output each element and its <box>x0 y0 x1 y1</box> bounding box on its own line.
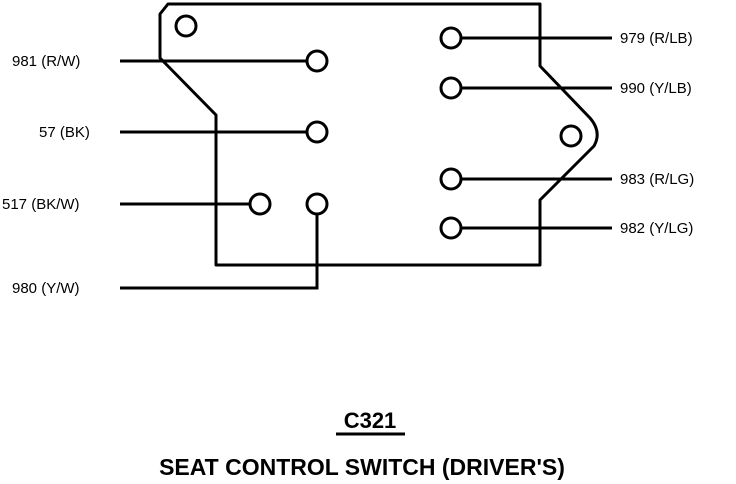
wire-label-980: 980 (Y/W) <box>12 280 80 297</box>
wire-color: BK/W <box>36 196 75 213</box>
pin-981 <box>305 49 329 73</box>
wire-label-982: 982 (Y/LG) <box>620 220 693 237</box>
circuit-number: 981 <box>12 53 37 70</box>
connector-name: SEAT CONTROL SWITCH (DRIVER'S) <box>159 454 565 480</box>
wire-color: Y/W <box>46 280 75 297</box>
wire-label-979: 979 (R/LB) <box>620 30 693 47</box>
circuit-number: 57 <box>39 124 56 141</box>
wire-color: Y/LG <box>654 220 688 237</box>
circuit-number: 517 <box>2 196 27 213</box>
connector-id: C321 <box>344 408 397 433</box>
circuit-number: 983 <box>620 171 645 188</box>
pin-517 <box>248 192 272 216</box>
circuit-number: 979 <box>620 30 645 47</box>
circuit-number: 990 <box>620 80 645 97</box>
pin-57 <box>305 120 329 144</box>
wire-label-57: 57 (BK) <box>39 124 90 141</box>
wire-label-983: 983 (R/LG) <box>620 171 694 188</box>
pin-983 <box>439 167 463 191</box>
pin-982 <box>439 216 463 240</box>
connector-housing <box>158 2 599 267</box>
wire-color: Y/LB <box>654 80 687 97</box>
pin-990 <box>439 76 463 100</box>
pin-979 <box>439 26 463 50</box>
wire-label-990: 990 (Y/LB) <box>620 80 692 97</box>
circuit-number: 980 <box>12 280 37 297</box>
mounting-hole-right <box>559 124 583 148</box>
wire-color: R/LB <box>654 30 687 47</box>
wire-label-517: 517 (BK/W) <box>2 196 80 213</box>
wire-label-981: 981 (R/W) <box>12 53 80 70</box>
circuit-number: 982 <box>620 220 645 237</box>
wire-980 <box>120 215 319 290</box>
pin-980 <box>305 192 329 216</box>
wire-color: BK <box>65 124 85 141</box>
mounting-hole-top-left <box>174 14 198 38</box>
wire-color: R/LG <box>654 171 689 188</box>
wire-color: R/W <box>46 53 76 70</box>
